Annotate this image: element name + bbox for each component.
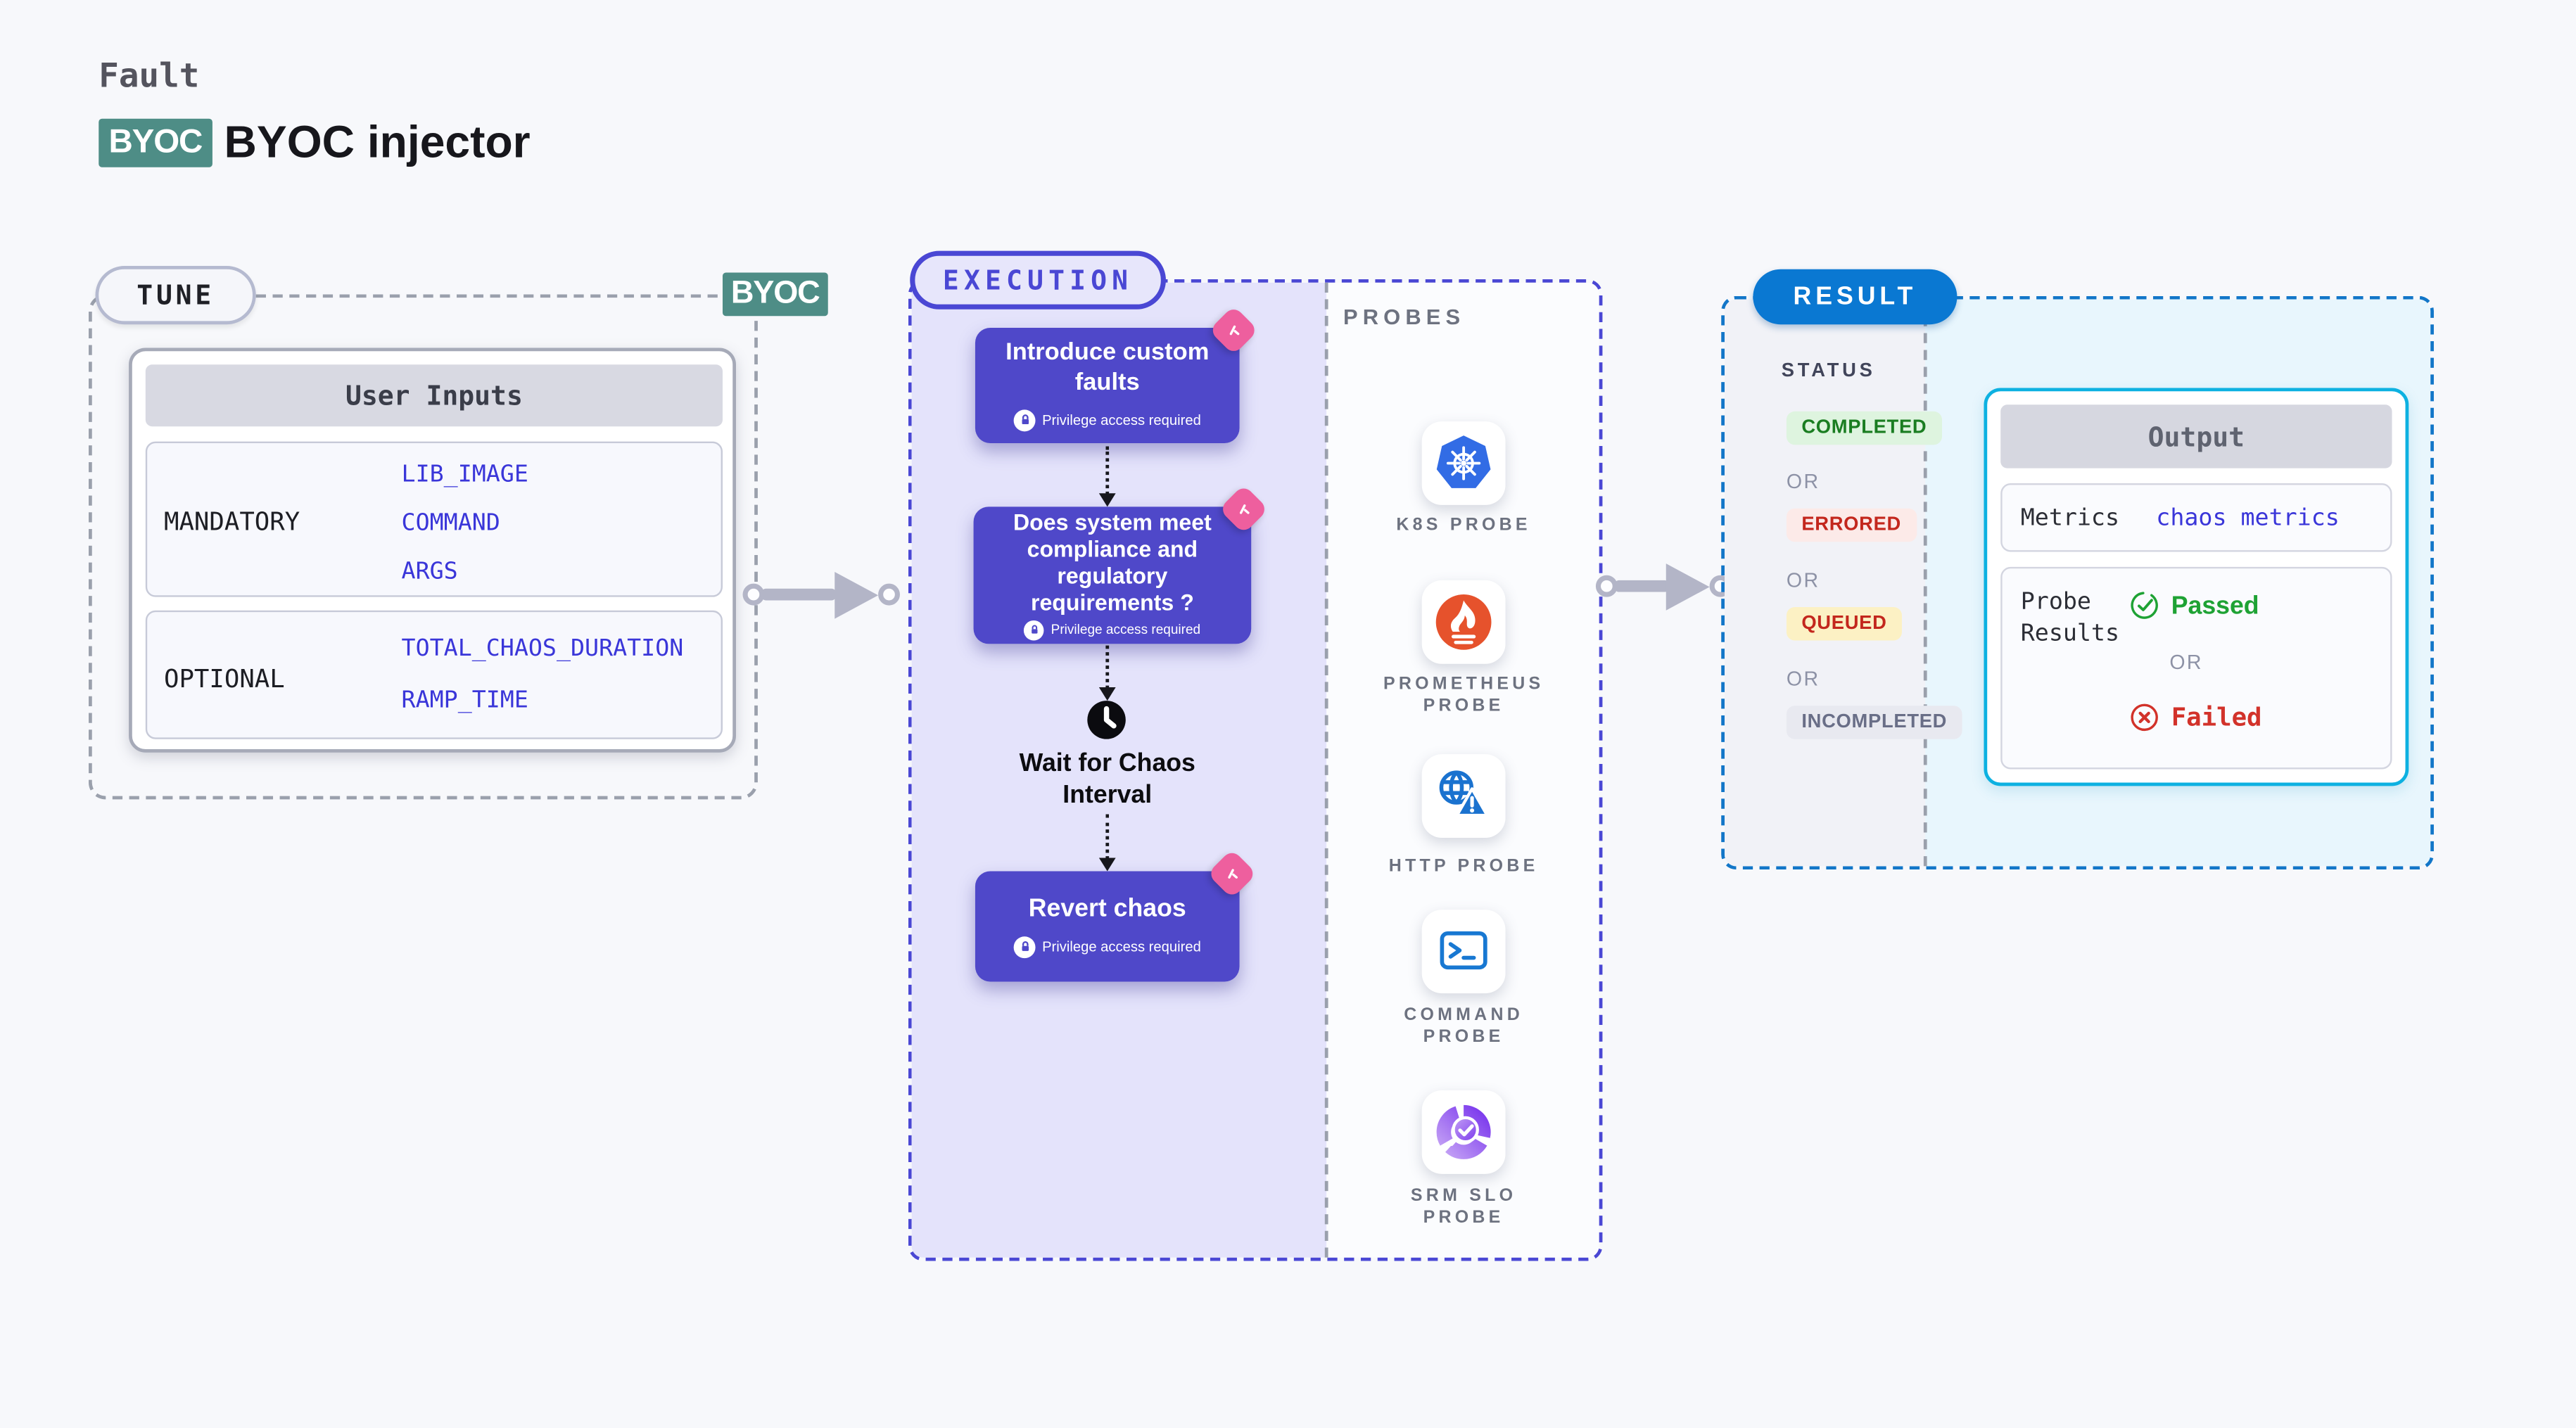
page-title: BYOC injector [224,117,531,167]
or-separator: OR [2169,650,2203,675]
privilege-note: Privilege access required [1042,412,1201,429]
execution-pill-label: EXECUTION [942,264,1134,296]
status-badge-incompleted: INCOMPLETED [1786,706,1962,739]
failed-label: Failed [2171,702,2262,733]
probe-results-row: Probe Results Passed OR Failed [2000,566,2392,770]
flow-arrowhead [1098,493,1116,507]
tune-byoc-badge: BYOC [722,272,828,317]
tune-pill: TUNE [95,265,256,325]
result-pill-label: RESULT [1793,282,1917,312]
passed-label: Passed [2171,591,2259,620]
wait-interval-label: Wait for Chaos Interval [1019,749,1195,810]
env-var: TOTAL_CHAOS_DURATION [401,635,684,663]
env-var: COMMAND [401,510,500,537]
flow-connector [1105,446,1110,495]
terminal-icon [1421,910,1506,994]
probes-section-label: PROBES [1343,304,1466,330]
execution-flow-background [911,282,1327,1258]
probe-label: PROMETHEUS PROBE [1383,674,1544,716]
probe-label: SRM SLO PROBE [1410,1185,1517,1228]
slo-gauge-icon [1421,1090,1506,1174]
status-badge-queued: QUEUED [1786,606,1902,641]
probe-label: HTTP PROBE [1388,856,1539,876]
mandatory-row: MANDATORY LIB_IMAGE COMMAND ARGS [145,441,723,597]
flow-arrowhead [1098,687,1116,701]
metrics-value: chaos metrics [2156,504,2340,532]
step-title: Introduce custom faults [1005,340,1210,397]
privilege-note: Privilege access required [1042,938,1201,955]
output-header: Output [2000,404,2392,468]
step-title: Revert chaos [1028,895,1186,924]
env-var: RAMP_TIME [401,687,528,715]
chaos-scissors-icon [1219,484,1269,535]
lock-icon [1013,409,1036,431]
status-badge-errored: ERRORED [1786,508,1917,542]
result-pill: RESULT [1753,269,1958,325]
status-heading: STATUS [1781,361,1876,382]
passed-result: Passed [2129,590,2259,620]
user-inputs-header-label: User Inputs [345,379,523,412]
or-separator: OR [1786,470,1820,494]
tune-section-box [88,294,758,800]
tune-pill-label: TUNE [137,279,215,312]
check-circle-icon [2131,592,2158,619]
mandatory-label: MANDATORY [163,506,300,537]
flow-connector [1105,814,1110,860]
step-title: Does system meet compliance and regulato… [1013,510,1212,616]
optional-row: OPTIONAL TOTAL_CHAOS_DURATION RAMP_TIME [145,610,723,739]
introduce-custom-faults-step: Introduce custom faults Privilege access… [975,327,1240,443]
result-divider [1923,299,1927,867]
flow-connector [1105,645,1110,689]
user-inputs-header: User Inputs [145,364,723,427]
or-separator: OR [1786,667,1820,691]
lock-icon [1024,620,1045,641]
x-circle-icon [2131,703,2158,732]
failed-result: Failed [2129,702,2262,733]
or-separator: OR [1786,568,1820,592]
globe-alert-icon [1421,754,1506,839]
flow-arrowhead [1098,858,1116,872]
prometheus-icon [1421,580,1506,664]
privilege-note: Privilege access required [1051,623,1201,638]
compliance-check-step: Does system meet compliance and regulato… [973,506,1252,644]
byoc-badge: BYOC [99,118,212,167]
probe-label: COMMAND PROBE [1404,1005,1523,1047]
probe-results-label: Probe Results [2020,588,2120,648]
chaos-scissors-icon [1208,305,1259,355]
chaos-scissors-icon [1207,848,1257,899]
probe-label: K8S PROBE [1396,515,1531,535]
output-header-label: Output [2147,420,2245,453]
lock-icon [1013,936,1036,958]
metrics-row: Metrics chaos metrics [2000,483,2392,552]
metrics-label: Metrics [2020,504,2120,532]
execution-pill: EXECUTION [910,250,1166,310]
optional-label: OPTIONAL [163,663,285,694]
env-var: ARGS [401,559,458,586]
revert-chaos-step: Revert chaos Privilege access required [975,871,1240,982]
kubernetes-icon [1421,421,1506,505]
probes-divider [1324,282,1328,1258]
fault-eyebrow: Fault [99,55,200,96]
status-column-background [1724,299,1926,867]
env-var: LIB_IMAGE [401,461,528,489]
clock-icon [1086,699,1127,749]
status-badge-completed: COMPLETED [1786,411,1942,445]
